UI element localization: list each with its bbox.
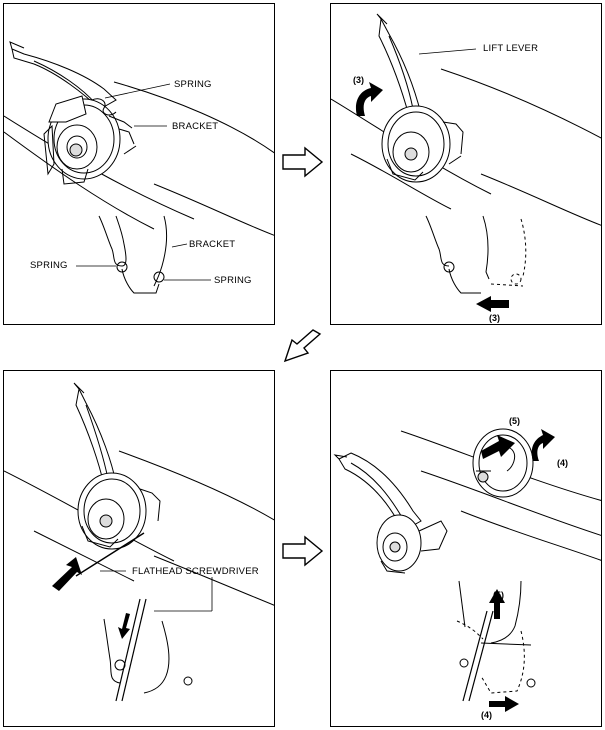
spring-label-top: SPRING (174, 79, 212, 90)
panel-spring-bracket: SPRING BRACKET BRACKET SPRING SPRING (3, 3, 275, 325)
outline-right-arrow-icon (282, 146, 324, 178)
screwdriver-illustration (4, 382, 274, 702)
outline-right-arrow-icon (282, 535, 324, 567)
spring-label-left: SPRING (30, 260, 68, 271)
step-4-label-upper: (4) (557, 458, 568, 468)
lever-spring-illustration (4, 41, 274, 294)
lift-lever-label: LIFT LEVER (483, 43, 539, 54)
panel-remove-spring: (5) (4) (5) (4) (330, 370, 602, 727)
bracket-label-detail: BRACKET (189, 239, 236, 250)
step-5-label-upper: (5) (509, 416, 520, 426)
bracket-label-top: BRACKET (172, 121, 219, 132)
spring-label-right: SPRING (214, 275, 252, 286)
panel-lift-lever: LIFT LEVER (3) (3) (330, 3, 602, 325)
spring-removal-illustration (333, 428, 601, 712)
flathead-screwdriver-label: FLATHEAD SCREWDRIVER (132, 566, 259, 577)
step-4-label-lower: (4) (481, 710, 492, 720)
step-3-label-upper: (3) (353, 75, 364, 85)
lift-lever-illustration (331, 13, 601, 312)
step-5-label-lower: (5) (493, 590, 504, 600)
step-3-label-lower: (3) (489, 313, 500, 323)
outline-down-left-arrow-icon (283, 329, 322, 363)
panel-screwdriver: FLATHEAD SCREWDRIVER (3, 370, 275, 727)
